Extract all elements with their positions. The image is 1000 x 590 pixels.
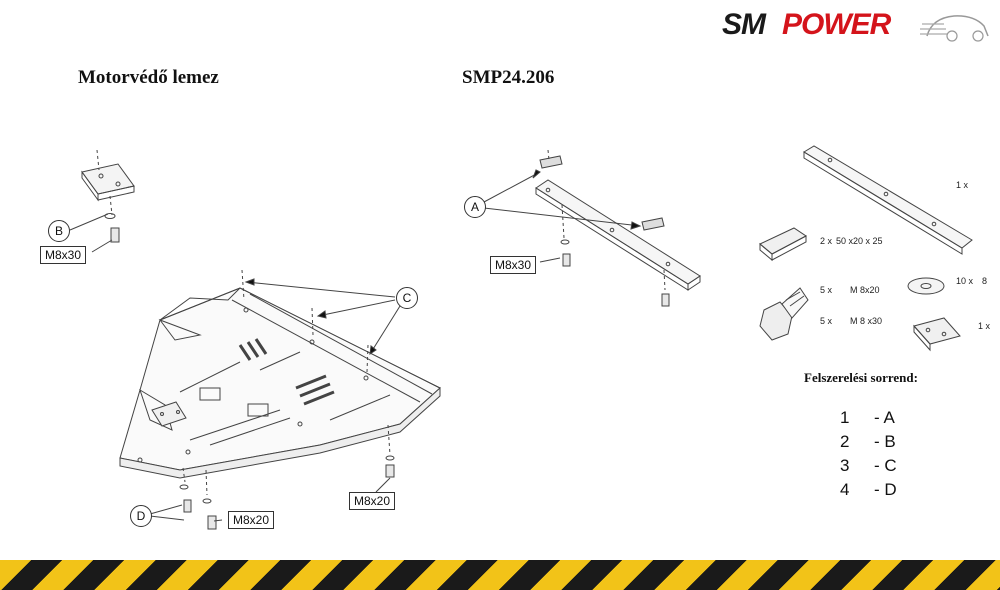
- part-qty-3: 10 x: [956, 276, 974, 286]
- part-qty-1: 1 x: [956, 180, 969, 190]
- logo-power: POWER: [782, 8, 891, 41]
- callout-b: B: [48, 220, 70, 242]
- brand-logo: SM POWER: [722, 6, 992, 46]
- bracket-b: [69, 149, 135, 253]
- skid-plate: [119, 269, 441, 496]
- sequence-step: 3 - C: [840, 456, 897, 476]
- step-label: - D: [874, 480, 897, 499]
- bolt-label-d: M8x20: [228, 511, 275, 529]
- step-label: - C: [874, 456, 897, 475]
- part-desc-2: 50 x20 x 25: [836, 236, 883, 246]
- callout-c: C: [396, 287, 418, 309]
- sequence-step: 4 - D: [840, 480, 897, 500]
- sequence-step: 1 - A: [840, 408, 895, 428]
- part-desc-5: M 8 x30: [850, 316, 883, 326]
- car-silhouette-icon: [920, 15, 989, 42]
- bolt-label-a: M8x30: [490, 256, 537, 274]
- hazard-stripe: [0, 560, 1000, 590]
- step-label: - B: [874, 432, 896, 451]
- bolt-label-b: M8x30: [40, 246, 87, 264]
- step-number: 1: [840, 408, 850, 427]
- crossbar-a: [483, 149, 701, 307]
- step-number: 3: [840, 456, 850, 475]
- part-qty-6: 1 x: [978, 321, 991, 331]
- step-label: - A: [874, 408, 895, 427]
- part-qty-5: 5 x: [820, 316, 833, 326]
- part-desc-4: M 8x20: [850, 285, 880, 295]
- part-qty-2: 2 x: [820, 236, 833, 246]
- step-number: 4: [840, 480, 850, 499]
- page-title: Motorvédő lemez: [78, 67, 219, 88]
- logo-sm: SM: [722, 8, 766, 41]
- parts-list-drawings: [759, 145, 973, 352]
- part-desc-3: 8: [982, 276, 988, 286]
- sequence-title: Felszerelési sorrend:: [804, 370, 918, 385]
- callout-a: A: [464, 196, 486, 218]
- part-qty-4: 5 x: [820, 285, 833, 295]
- assembly-diagram: [69, 145, 973, 530]
- sequence-step: 2 - B: [840, 432, 896, 452]
- bolt-label-c: M8x20: [349, 492, 396, 510]
- callout-d: D: [130, 505, 152, 527]
- part-code: SMP24.206: [462, 67, 555, 88]
- step-number: 2: [840, 432, 850, 451]
